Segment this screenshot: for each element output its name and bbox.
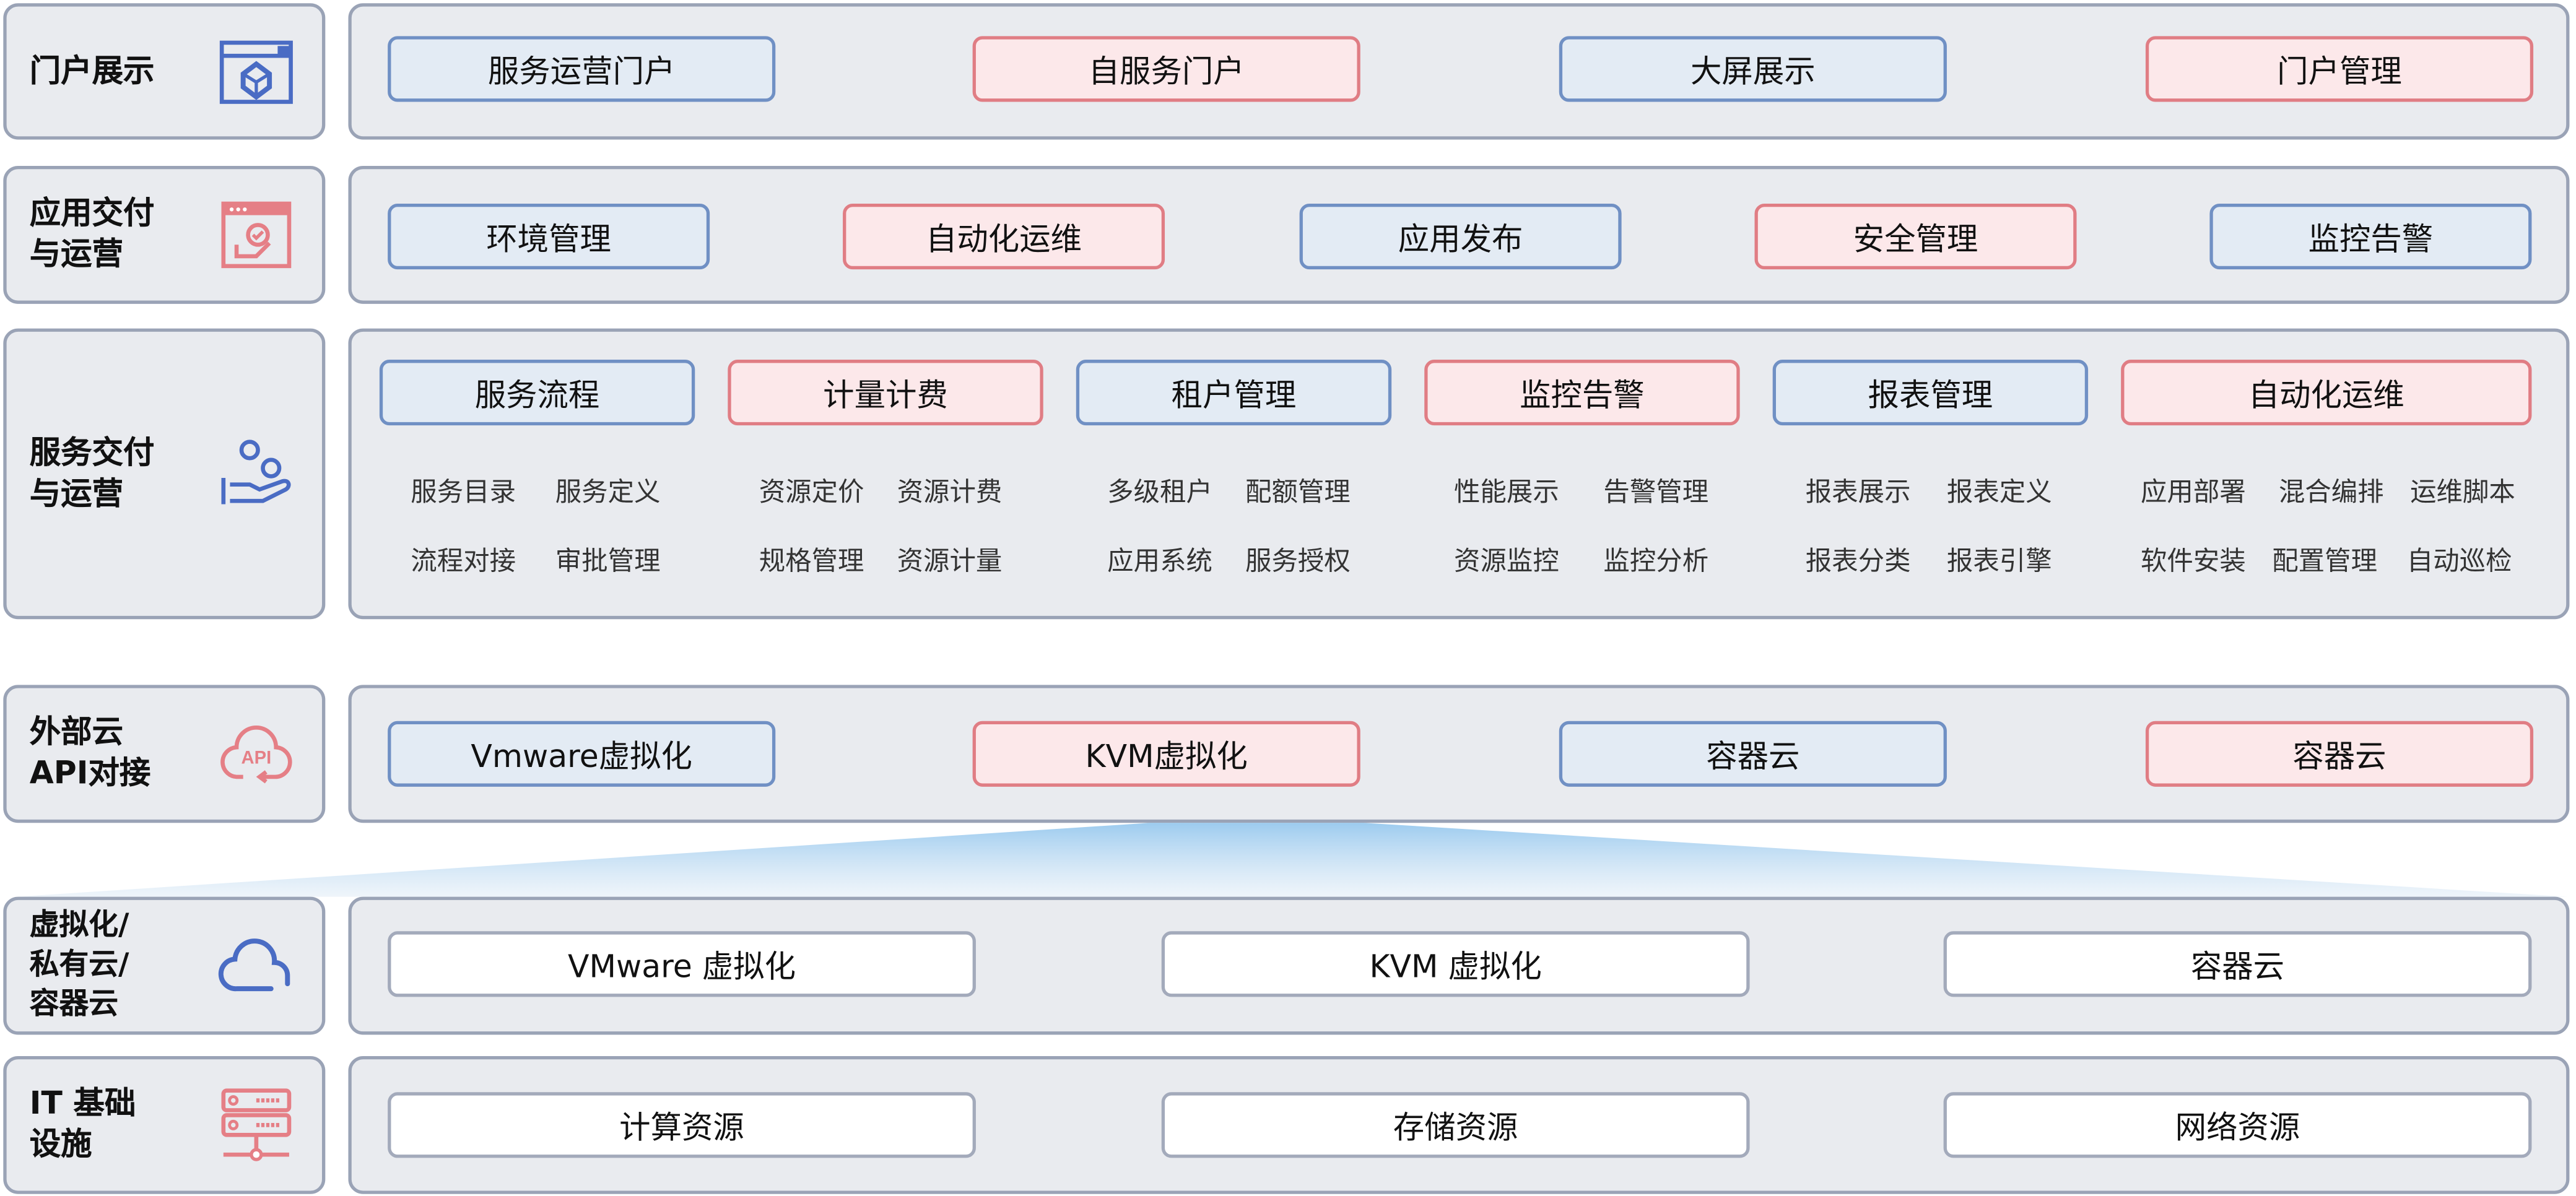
service-sub-item: 资源监控 [1453,545,1559,577]
external-cloud-item[interactable]: KVM虚拟化 [972,721,1360,787]
service-group-title[interactable]: 报表管理 [1772,360,2089,426]
service-sub-item: 报表分类 [1805,545,1911,577]
portal-item[interactable]: 服务运营门户 [388,36,776,102]
connector-trapezoid [16,823,2568,897]
svg-text:API: API [242,748,272,768]
layer-label-portal: 门户展示 [3,3,326,140]
service-group-title[interactable]: 计量计费 [728,360,1043,426]
app-item[interactable]: 自动化运维 [843,203,1165,270]
app-item[interactable]: 监控告警 [2209,203,2532,270]
virtualization-item[interactable]: KVM 虚拟化 [1161,931,1750,997]
service-sub-item: 资源计量 [897,545,1003,577]
infrastructure-item[interactable]: 存储资源 [1161,1092,1750,1158]
app-check-window-icon [221,201,292,269]
layer-label-virtualization: 虚拟化/ 私有云/ 容器云 [3,896,326,1035]
service-sub-item: 配置管理 [2272,545,2378,577]
service-sub-item: 服务定义 [555,476,661,508]
portal-item[interactable]: 大屏展示 [1559,36,1947,102]
external-cloud-item[interactable]: 容器云 [1559,721,1947,787]
service-sub-item: 配额管理 [1245,476,1351,508]
service-group-title[interactable]: 租户管理 [1076,360,1392,426]
infrastructure-item[interactable]: 计算资源 [388,1092,976,1158]
service-sub-item: 资源定价 [759,476,864,508]
portal-box-icon [219,40,293,103]
virtualization-item[interactable]: VMware 虚拟化 [388,931,976,997]
layer-title: 服务交付 与运营 [29,434,155,512]
layer-title: 门户展示 [29,52,155,89]
service-sub-item: 多级租户 [1107,476,1213,508]
service-sub-item: 报表定义 [1946,476,2052,508]
service-sub-item: 监控分析 [1603,545,1709,577]
cloud-api-icon: API [220,726,292,784]
layer-title: 虚拟化/ 私有云/ 容器云 [29,908,129,1022]
service-sub-item: 性能展示 [1453,476,1559,508]
service-sub-item: 自动巡检 [2406,545,2512,577]
service-sub-item: 审批管理 [555,545,661,577]
service-sub-item: 规格管理 [759,545,864,577]
layer-title: 外部云 API对接 [29,714,151,792]
service-sub-item: 流程对接 [411,545,516,577]
external-cloud-item[interactable]: 容器云 [2145,721,2534,787]
service-sub-item: 资源计费 [897,476,1003,508]
cloud-icon [218,938,290,992]
service-sub-item: 软件安装 [2140,545,2246,577]
external-cloud-item[interactable]: Vmware虚拟化 [388,721,776,787]
service-sub-item: 报表引擎 [1946,545,2052,577]
layer-label-external-cloud: 外部云 API对接 API [3,685,326,823]
layer-label-service-delivery: 服务交付 与运营 [3,328,326,620]
layer-title: 应用交付 与运营 [29,195,155,273]
service-group-title[interactable]: 监控告警 [1424,360,1740,426]
portal-item[interactable]: 自服务门户 [972,36,1360,102]
service-group-title[interactable]: 服务流程 [379,360,695,426]
server-rack-icon [221,1088,292,1161]
app-item[interactable]: 环境管理 [388,203,710,270]
hand-service-icon [221,439,291,504]
service-sub-item: 运维脚本 [2410,476,2515,508]
portal-item[interactable]: 门户管理 [2145,36,2534,102]
service-sub-item: 告警管理 [1603,476,1709,508]
service-sub-item: 服务授权 [1245,545,1351,577]
layer-label-app-delivery: 应用交付 与运营 [3,165,326,304]
service-sub-item: 服务目录 [411,476,516,508]
layer-label-it-infrastructure: IT 基础 设施 [3,1055,326,1194]
service-group-title[interactable]: 自动化运维 [2121,360,2532,426]
app-item[interactable]: 应用发布 [1299,203,1622,270]
app-item[interactable]: 安全管理 [1754,203,2077,270]
service-sub-item: 应用部署 [2140,476,2246,508]
service-sub-item: 混合编排 [2278,476,2384,508]
layer-title: IT 基础 设施 [29,1085,136,1163]
infrastructure-item[interactable]: 网络资源 [1943,1092,2532,1158]
service-sub-item: 应用系统 [1107,545,1213,577]
service-sub-item: 报表展示 [1805,476,1911,508]
virtualization-item[interactable]: 容器云 [1943,931,2532,997]
